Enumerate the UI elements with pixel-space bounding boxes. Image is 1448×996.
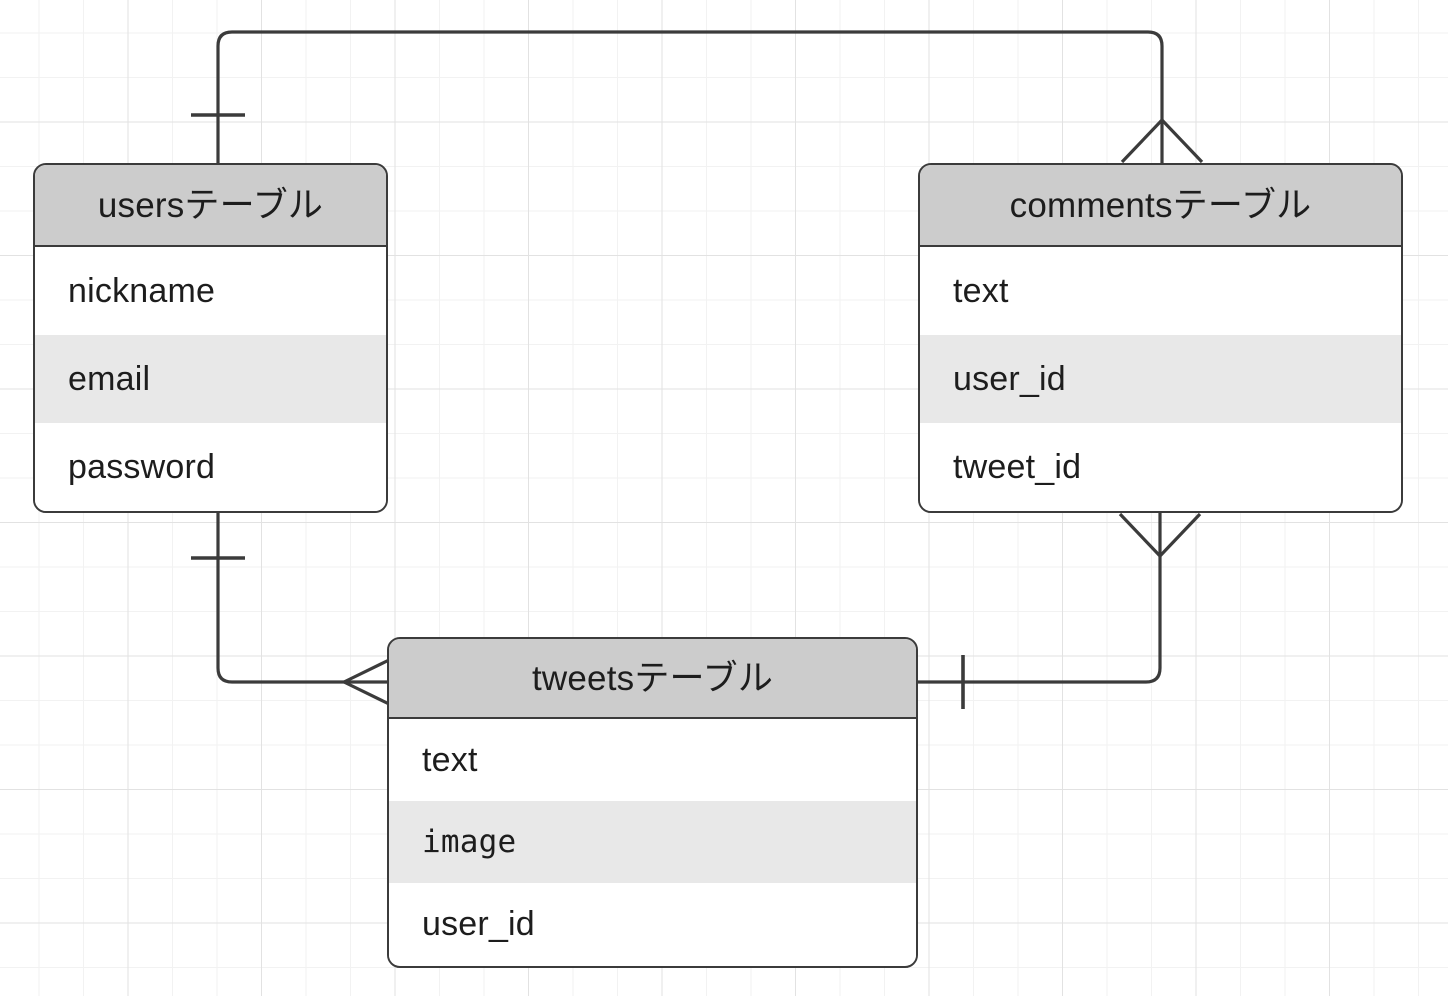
entity-tweets-fields: text image user_id	[389, 719, 916, 965]
entity-field-row[interactable]: text	[389, 719, 916, 801]
cardinality-many-comments-bottom-icon	[1118, 512, 1202, 558]
entity-field-row[interactable]: user_id	[389, 883, 916, 965]
connector-users-comments	[216, 30, 1164, 163]
entity-tweets[interactable]: tweetsテーブル text image user_id	[387, 637, 918, 968]
entity-users[interactable]: usersテーブル nickname email password	[33, 163, 388, 513]
cardinality-many-tweets-left-icon	[343, 658, 390, 706]
entity-comments[interactable]: commentsテーブル text user_id tweet_id	[918, 163, 1403, 513]
entity-field-row[interactable]: password	[35, 423, 386, 511]
entity-field-row[interactable]: email	[35, 335, 386, 423]
entity-tweets-title: tweetsテーブル	[389, 639, 916, 719]
connector-tweets-comments	[918, 513, 1162, 684]
entity-field-row[interactable]: image	[389, 801, 916, 883]
entity-field-row[interactable]: text	[920, 247, 1401, 335]
entity-field-row[interactable]: nickname	[35, 247, 386, 335]
entity-users-title: usersテーブル	[35, 165, 386, 247]
connector-users-tweets	[216, 513, 387, 684]
entity-field-row[interactable]: user_id	[920, 335, 1401, 423]
entity-field-row[interactable]: tweet_id	[920, 423, 1401, 511]
entity-comments-fields: text user_id tweet_id	[920, 247, 1401, 511]
cardinality-many-comments-top-icon	[1120, 118, 1204, 164]
entity-comments-title: commentsテーブル	[920, 165, 1401, 247]
entity-users-fields: nickname email password	[35, 247, 386, 511]
